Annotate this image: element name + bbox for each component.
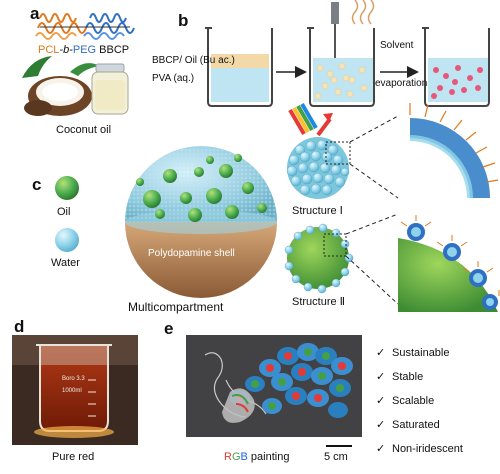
check-icon: ✓ [376,419,386,431]
bbcp-polymer-icon [35,13,135,40]
beaker-2 [307,0,375,107]
panel-label-d: d [14,317,25,336]
structure-1-graphic [286,102,351,199]
coconut-icon [22,56,100,116]
feature-label: Non-iridescent [392,443,463,455]
pure-red-caption: Pure red [52,451,95,463]
homogenizer-icon [326,2,344,64]
caption-r: R [224,451,232,463]
check-icon: ✓ [376,347,386,359]
beaker-3 [422,27,490,107]
feature-item: ✓ Saturated [376,418,440,431]
bbcp-label: PCL-b-PEG BBCP [38,44,129,57]
multicompartment-particle [125,146,277,298]
structure-1-label: Structure Ⅰ [292,205,343,217]
structure-2-zoom [398,215,500,312]
block-text: -b- [59,44,73,56]
rgb-painting-photo [186,335,362,437]
caption-g: G [231,451,241,463]
step-label-2: evaporation [375,78,428,89]
structure-2-graphic [284,223,354,294]
feature-item: ✓ Scalable [376,394,434,407]
shell-label: Polydopamine shell [148,248,235,259]
panel-label-a: a [30,4,40,23]
legend-oil-label: Oil [57,206,71,218]
beaker-brand-text: Boro 3.3 [62,376,85,382]
feature-label: Scalable [392,395,435,407]
panel-label-b: b [178,11,189,30]
feature-item: ✓ Sustainable [376,346,450,359]
pcl-text: PCL [38,44,60,56]
step-label-1: Solvent [380,40,414,51]
feature-item: ✓ Stable [376,370,423,383]
check-icon: ✓ [376,371,386,383]
beaker-volume-text: 1000ml [62,388,82,394]
feature-label: Saturated [392,419,440,431]
oil-phase-label: BBCP/ Oil (Bu ac.) [152,55,235,66]
structure-2-label: Structure Ⅱ [292,296,346,308]
feature-item: ✓ Non-iridescent [376,442,463,455]
beaker-1 [205,27,273,107]
oil-droplet-icon [55,176,79,200]
legend-water-label: Water [51,257,80,269]
water-phase-label: PVA (aq.) [152,73,195,84]
caption-b: B [240,451,248,463]
rgb-painting-caption: RGB painting [224,451,289,464]
scale-bar-label: 5 cm [324,451,348,463]
particle-caption: Multicompartment [128,300,224,314]
oil-jar-icon [91,63,129,115]
feature-label: Sustainable [392,347,450,359]
structure-1-zoom [409,103,499,199]
water-droplet-icon [55,228,79,252]
coconut-oil-caption: Coconut oil [56,124,112,136]
feature-label: Stable [392,371,424,383]
peg-text: PEG [72,44,97,56]
check-icon: ✓ [376,395,386,407]
panel-label-c: c [32,175,42,194]
beaker-photo [12,335,138,445]
caption-rest: painting [247,451,290,463]
panel-label-e: e [164,319,174,338]
bbcp-suffix-text: BBCP [96,44,130,56]
check-icon: ✓ [376,443,386,455]
